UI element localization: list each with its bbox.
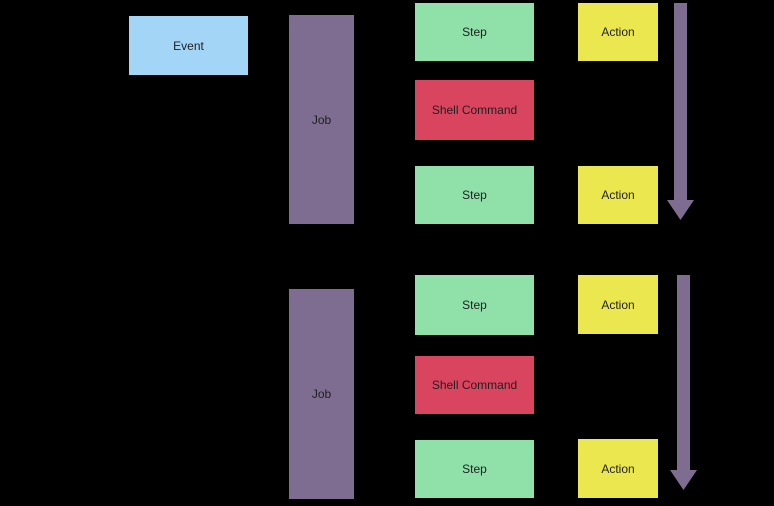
step-box: Step [415,275,534,335]
event-label: Event [173,38,204,53]
event-box: Event [129,16,248,75]
action-label: Action [601,25,635,39]
job-label: Job [311,112,332,127]
shell-command-label: Shell Command [431,103,518,117]
execution-order-arrow-icon [670,275,697,490]
step-label: Step [462,25,487,39]
job-box: Job [289,15,354,224]
arrow-head-down-icon [670,470,697,490]
step-label: Step [462,462,487,476]
job-label: Job [311,387,332,401]
step-box: Step [415,3,534,61]
job-box: Job [289,289,354,499]
action-box: Action [578,166,658,224]
action-label: Action [601,188,635,202]
arrow-head-down-icon [667,200,694,220]
arrow-shaft [677,275,690,471]
action-box: Action [578,3,658,61]
action-label: Action [601,461,635,476]
execution-order-arrow-icon [667,3,694,220]
step-box: Step [415,166,534,224]
action-box: Action [578,439,658,498]
shell-command-box: Shell Command [415,80,534,140]
action-label: Action [601,297,635,312]
action-box: Action [578,275,658,334]
shell-command-box: Shell Command [415,356,534,414]
step-label: Step [462,298,487,312]
arrow-shaft [674,3,687,201]
step-box: Step [415,440,534,498]
shell-command-label: Shell Command [431,378,518,392]
step-label: Step [462,188,487,202]
